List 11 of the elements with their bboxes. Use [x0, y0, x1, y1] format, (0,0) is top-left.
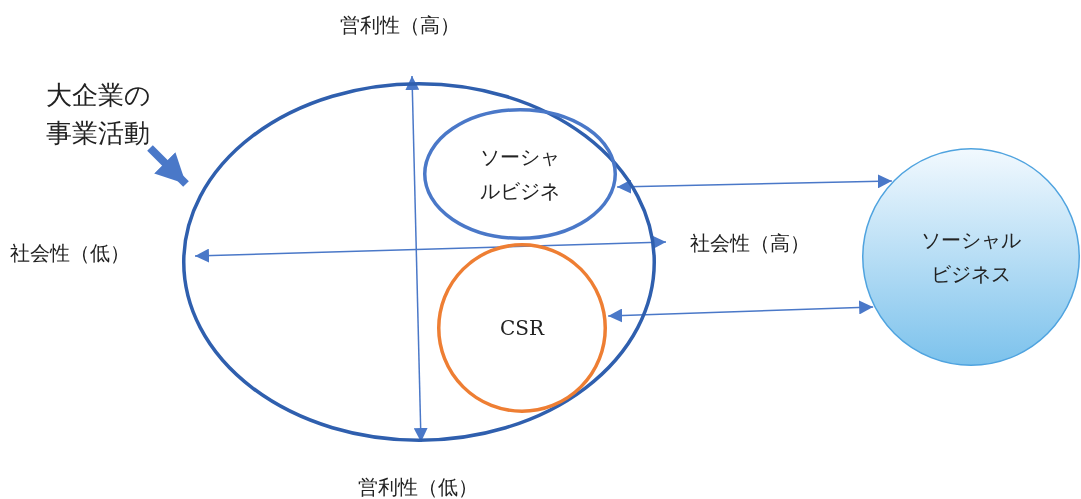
caption-text: 大企業の事業活動: [46, 79, 152, 150]
axis-label: 社会性（低）: [10, 240, 130, 267]
shape-label: CSR: [498, 315, 546, 342]
arrow: [607, 300, 874, 323]
axis-label: 営利性（低）: [358, 474, 478, 499]
shape-label: ソーシャルビジネス: [920, 227, 1022, 288]
leader-arrow: [147, 145, 189, 187]
shape-label: ソーシャルビジネ: [479, 144, 561, 205]
axis-label: 社会性（高）: [690, 230, 810, 257]
axis-label: 営利性（高）: [340, 12, 460, 39]
arrow: [616, 174, 893, 194]
